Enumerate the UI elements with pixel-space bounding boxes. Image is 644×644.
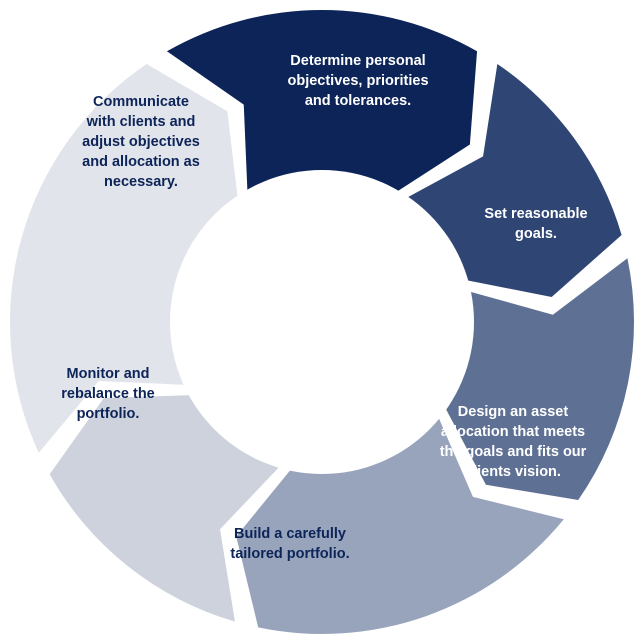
cycle-step-label-1: Determine personal objectives, priorities… — [287, 53, 428, 109]
segments-layer — [9, 10, 635, 635]
cycle-segment-6 — [9, 63, 238, 453]
cycle-step-label-line: Communicate — [93, 94, 189, 110]
cycle-step-label-line: the goals and fits our — [440, 444, 587, 460]
labels-layer: Determine personal objectives, priorities… — [61, 53, 587, 562]
cycle-step-label-line: rebalance the — [61, 386, 155, 402]
cycle-step-label-line: tailored portfolio. — [230, 546, 349, 562]
cycle-step-label-line: allocation that meets — [441, 424, 585, 440]
cycle-segment-5 — [49, 395, 281, 622]
cycle-step-label-line: and tolerances. — [305, 93, 411, 109]
cycle-step-label-line: Determine personal — [290, 53, 425, 69]
cycle-step-label-line: and allocation as — [82, 154, 200, 170]
cycle-step-label-line: goals. — [515, 226, 557, 242]
cycle-segment-1 — [166, 10, 478, 192]
cycle-step-label-line: Design an asset — [458, 404, 569, 420]
cycle-step-label-line: Set reasonable — [484, 206, 587, 222]
cycle-step-label-3: Design an asset allocation that meets the … — [440, 404, 587, 480]
cycle-segment-3 — [445, 258, 635, 501]
center-hole — [170, 170, 474, 474]
cycle-step-label-line: necessary. — [104, 174, 178, 190]
cycle-step-label-4: Build a carefully tailored portfolio. — [230, 526, 349, 562]
cycle-step-label-line: clients vision. — [465, 464, 561, 480]
cycle-segment-4 — [236, 416, 564, 635]
cycle-segment-2 — [406, 63, 622, 298]
cycle-step-label-6: Communicate with clients and adjust object… — [82, 94, 200, 190]
cycle-step-label-line: objectives, priorities — [287, 73, 428, 89]
cycle-step-label-line: Monitor and — [67, 366, 150, 382]
cycle-step-label-2: Set reasonable goals. — [484, 206, 587, 242]
cycle-step-label-5: Monitor and rebalance the portfolio. — [61, 366, 155, 422]
cycle-step-label-line: portfolio. — [77, 406, 140, 422]
cycle-step-label-line: adjust objectives — [82, 134, 200, 150]
cycle-step-label-line: Build a carefully — [234, 526, 346, 542]
cycle-step-label-line: with clients and — [86, 114, 196, 130]
